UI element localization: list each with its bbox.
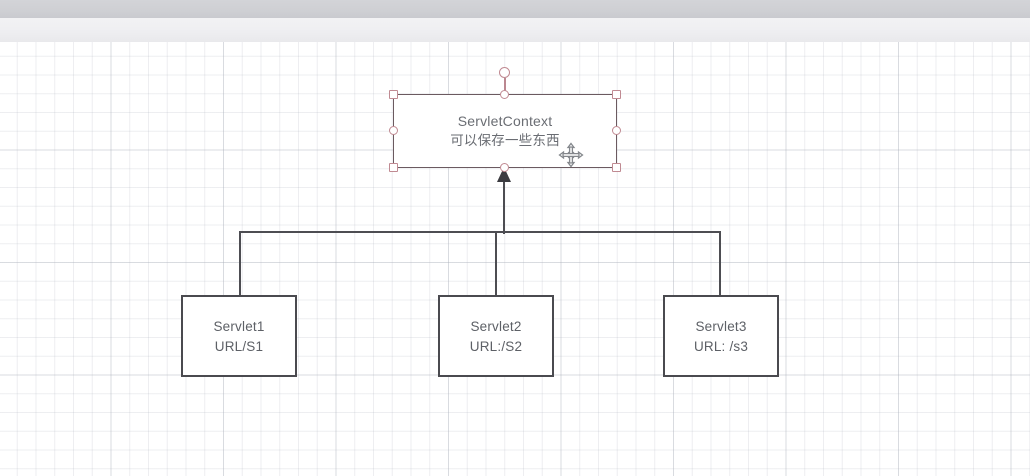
edge-drop-servlet-3 [719, 231, 721, 296]
resize-handle-middle-left[interactable] [389, 126, 398, 135]
resize-handle-middle-right[interactable] [612, 126, 621, 135]
node-servlet-context-subtitle: 可以保存一些东西 [450, 133, 560, 149]
toolbar-strip [0, 18, 1030, 43]
node-servlet-2[interactable]: Servlet2 URL:/S2 [438, 295, 554, 377]
edge-drop-servlet-1 [239, 231, 241, 296]
node-servlet-context-title: ServletContext [457, 113, 553, 129]
node-servlet-1-line2: URL/S1 [214, 338, 264, 354]
resize-handle-bottom-center[interactable] [500, 163, 509, 172]
node-servlet-1[interactable]: Servlet1 URL/S1 [181, 295, 297, 377]
node-servlet-3-line1: Servlet3 [695, 318, 747, 334]
resize-handle-top-right[interactable] [612, 90, 621, 99]
node-servlet-3[interactable]: Servlet3 URL: /s3 [663, 295, 779, 377]
edge-horizontal-bus [240, 231, 721, 233]
edge-trunk-vertical [503, 180, 505, 234]
window-title-bar [0, 0, 1030, 18]
rotate-handle-stem [504, 78, 506, 95]
edge-drop-servlet-2 [495, 231, 497, 296]
node-servlet-1-line1: Servlet1 [213, 318, 265, 334]
resize-handle-top-center[interactable] [500, 90, 509, 99]
node-servlet-2-line1: Servlet2 [470, 318, 522, 334]
node-servlet-2-line2: URL:/S2 [469, 338, 523, 354]
resize-handle-bottom-right[interactable] [612, 163, 621, 172]
rotate-handle[interactable] [499, 67, 510, 78]
resize-handle-top-left[interactable] [389, 90, 398, 99]
resize-handle-bottom-left[interactable] [389, 163, 398, 172]
move-cursor-icon [558, 142, 584, 168]
node-servlet-3-line2: URL: /s3 [693, 338, 749, 354]
